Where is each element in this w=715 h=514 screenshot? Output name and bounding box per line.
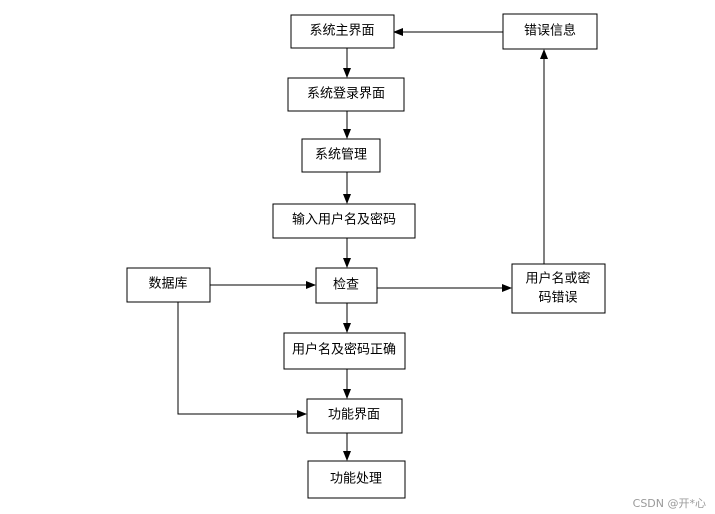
node-error-info: 错误信息	[502, 13, 598, 50]
node-input-credentials-label: 输入用户名及密码	[292, 212, 396, 228]
node-system-main: 系统主界面	[290, 14, 395, 49]
node-system-manage: 系统管理	[301, 138, 381, 173]
edges	[177, 28, 548, 461]
node-database: 数据库	[126, 267, 211, 303]
node-input-credentials: 输入用户名及密码	[272, 203, 416, 239]
node-system-manage-label: 系统管理	[315, 148, 367, 163]
node-error-info-label: 错误信息	[524, 23, 576, 39]
node-credentials-correct-label: 用户名及密码正确	[292, 342, 396, 358]
node-credentials-error-label-line2: 码错误	[538, 291, 577, 306]
node-function-ui: 功能界面	[306, 398, 403, 434]
node-check-label: 检查	[333, 278, 359, 293]
node-function-ui-label: 功能界面	[328, 408, 380, 423]
node-check: 检查	[315, 267, 378, 304]
node-function-process: 功能处理	[307, 460, 406, 499]
node-credentials-error: 用户名或密 码错误	[511, 263, 606, 314]
watermark: CSDN @开*心	[633, 497, 706, 510]
node-function-process-label: 功能处理	[330, 472, 382, 487]
node-credentials-error-label-line1: 用户名或密	[525, 271, 590, 287]
node-system-login: 系统登录界面	[287, 77, 405, 112]
node-database-label: 数据库	[148, 276, 187, 292]
edge-database-to-function	[177, 302, 307, 418]
node-credentials-correct: 用户名及密码正确	[283, 332, 406, 370]
node-system-main-label: 系统主界面	[309, 24, 374, 39]
node-system-login-label: 系统登录界面	[307, 87, 385, 102]
